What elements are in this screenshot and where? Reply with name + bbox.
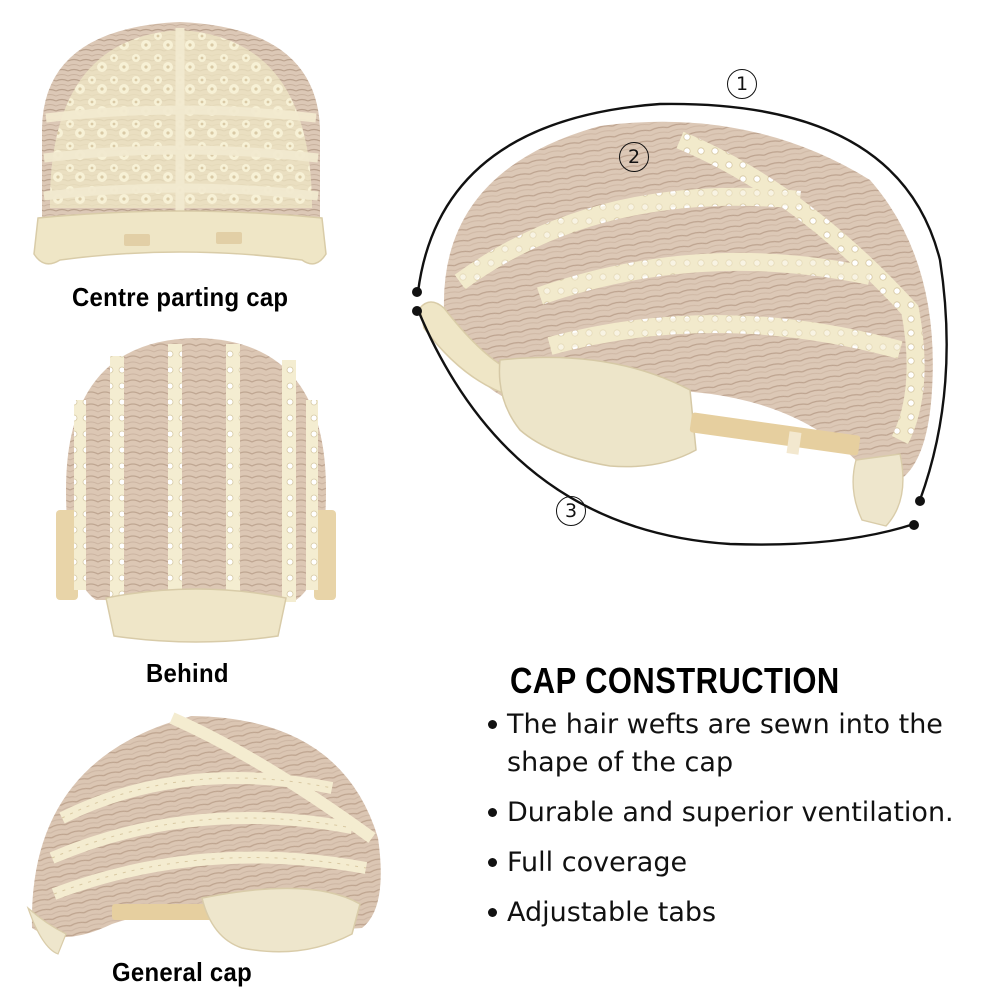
bullet-text: Full coverage bbox=[507, 847, 688, 878]
cap-construction-list: The hair wefts are sewn into the shape o… bbox=[486, 706, 996, 944]
marker-3: 3 bbox=[556, 496, 586, 526]
caption-centre-parting-cap: Centre parting cap bbox=[72, 282, 289, 312]
bullet-dot-icon bbox=[488, 858, 497, 867]
caption-general-cap: General cap bbox=[112, 957, 252, 987]
bullet-dot-icon bbox=[488, 808, 497, 817]
bullet-text: The hair wefts are sewn into the shape o… bbox=[507, 709, 943, 778]
behind-cap-photo bbox=[56, 330, 336, 652]
bullet-text: Adjustable tabs bbox=[507, 897, 717, 928]
bullet-dot-icon bbox=[488, 908, 497, 917]
bullet-item: The hair wefts are sewn into the shape o… bbox=[486, 706, 996, 782]
bullet-dot-icon bbox=[488, 720, 497, 729]
centre-parting-cap-photo bbox=[20, 8, 340, 280]
bullet-item: Full coverage bbox=[486, 844, 996, 882]
annotated-cap-diagram bbox=[400, 60, 960, 560]
cap-construction-title: CAP CONSTRUCTION bbox=[510, 660, 840, 701]
bullet-item: Durable and superior ventilation. bbox=[486, 794, 996, 832]
caption-behind: Behind bbox=[146, 658, 229, 688]
bullet-text: Durable and superior ventilation. bbox=[507, 797, 954, 828]
marker-1: 1 bbox=[727, 69, 757, 99]
bullet-item: Adjustable tabs bbox=[486, 894, 996, 932]
general-cap-photo bbox=[22, 698, 392, 960]
marker-2: 2 bbox=[619, 142, 649, 172]
